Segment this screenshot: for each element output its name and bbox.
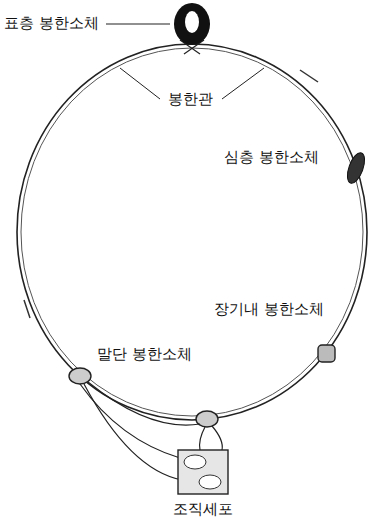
bonghan-duct bbox=[17, 44, 367, 420]
part-label: 봉한관 bbox=[166, 90, 215, 108]
cell-nucleus bbox=[184, 455, 206, 469]
leader-line bbox=[106, 23, 170, 24]
bonghan-duct-inner bbox=[21, 48, 363, 416]
intra-organ-corpuscle bbox=[318, 345, 335, 362]
part-label: 표층 봉한소체 bbox=[2, 14, 101, 32]
superficial-corpuscle bbox=[174, 3, 210, 45]
tissue-cell bbox=[178, 450, 228, 494]
flow-mark bbox=[300, 70, 318, 82]
flow-mark bbox=[24, 300, 30, 318]
part-label: 장기내 봉한소체 bbox=[212, 300, 326, 318]
superficial-corpuscle-core bbox=[185, 11, 199, 33]
fine-duct bbox=[80, 384, 180, 458]
part-label: 조직세포 bbox=[171, 500, 235, 518]
cell-nucleus bbox=[199, 475, 221, 489]
fine-duct bbox=[84, 384, 182, 480]
fine-duct bbox=[200, 427, 205, 450]
fine-duct bbox=[88, 382, 200, 425]
deep-corpuscle bbox=[344, 151, 368, 186]
terminal-corpuscle bbox=[69, 368, 91, 384]
part-label: 말단 봉한소체 bbox=[95, 345, 194, 363]
fine-duct bbox=[212, 426, 222, 450]
leader-line bbox=[120, 68, 160, 99]
leader-line bbox=[222, 68, 264, 99]
part-label: 심층 봉한소체 bbox=[222, 148, 321, 166]
